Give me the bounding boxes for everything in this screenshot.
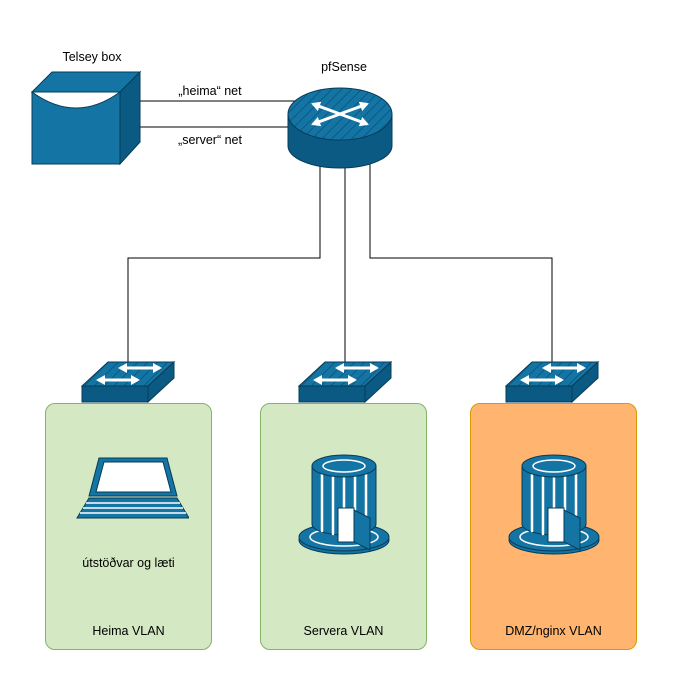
switch-icon [500,354,604,412]
edge-router-to-heima-vlan [127,160,321,385]
pfsense-router-icon [285,76,395,176]
laptop-icon [69,456,189,528]
dmz-vlan-box: DMZ/nginx VLAN [470,403,637,650]
laptop-caption: útstöðvar og læti [82,556,175,570]
servera-vlan-box: Servera VLAN [260,403,427,650]
switch-icon [76,354,180,412]
mainframe-server-icon [506,450,602,560]
server-net-edge-label: „server“ net [178,133,242,147]
telsey-box-label: Telsey box [62,50,122,64]
mainframe-server-icon [296,450,392,560]
switch-icon [293,354,397,412]
edge-router-to-dmz-vlan [369,160,553,385]
telco-box-icon [30,68,142,168]
heima-net-edge-label: „heima“ net [178,84,242,98]
pfsense-label: pfSense [321,60,367,74]
dmz-vlan-label: DMZ/nginx VLAN [505,624,602,638]
heima-vlan-label: Heima VLAN [92,624,165,638]
heima-vlan-box: útstöðvar og læti Heima VLAN [45,403,212,650]
servera-vlan-label: Servera VLAN [303,624,384,638]
